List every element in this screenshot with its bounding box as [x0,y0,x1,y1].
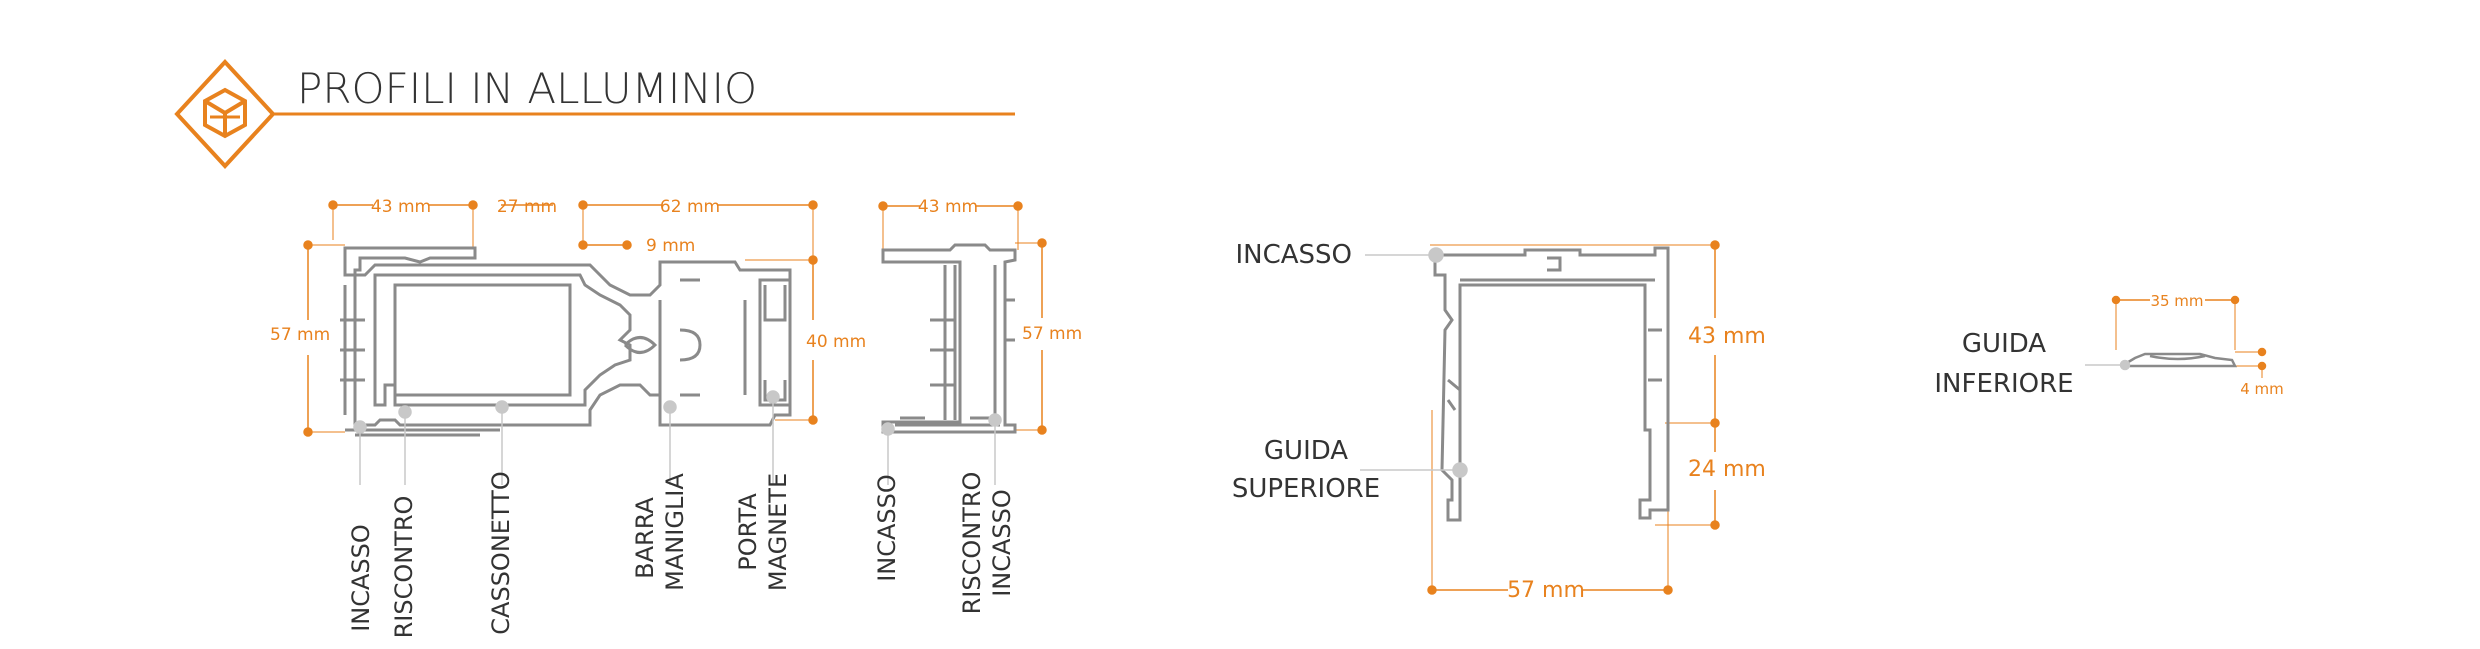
dimension-lines-middle [878,201,1047,435]
label-incasso-guide: INCASSO [1235,240,1352,270]
cube-icon [174,59,276,169]
label-incasso-middle-2: INCASSO [988,489,1016,597]
dim-57mm-guide: 57 mm [1507,578,1585,603]
label-incasso-left: INCASSO [347,524,375,632]
header: PROFILI IN ALLUMINIO [174,59,1015,169]
label-magnete: MAGNETE [764,473,792,591]
dim-27mm: 27 mm [497,197,557,217]
profile-outline-left [340,246,792,437]
diagram-guides: 43 mm 24 mm 57 mm INCASSO GUIDA SUPERIOR… [1232,240,1766,603]
dimension-lines-left [303,200,818,437]
diagram-lower: 35 mm 4 mm GUIDA INFERIORE [1934,292,2283,399]
label-incasso-middle: INCASSO [873,474,901,582]
dim-43mm-left: 43 mm [371,197,431,217]
callouts-middle [881,413,1002,485]
diagram-left: 43 mm 27 mm 62 mm 9 mm 57 mm 40 mm [270,197,866,638]
labels-guides: INCASSO GUIDA SUPERIORE [1232,240,1380,504]
dim-35mm: 35 mm [2150,292,2203,310]
dim-4mm: 4 mm [2240,380,2284,398]
callouts-left [353,390,780,485]
label-guida-superiore-1: GUIDA [1264,436,1348,466]
label-guida-superiore-2: SUPERIORE [1232,474,1380,504]
dim-40mm: 40 mm [806,332,866,352]
diagram-middle: 43 mm 57 mm INCASSO RISCONTRO INCASSO [873,197,1082,614]
dim-57mm-middle: 57 mm [1022,324,1082,344]
dim-43mm-guide: 43 mm [1688,324,1766,349]
labels-middle: INCASSO RISCONTRO INCASSO [873,472,1016,615]
label-barra: BARRA [631,497,659,579]
labels-left: INCASSO RISCONTRO CASSONETTO BARRA MANIG… [347,471,792,638]
dim-9mm: 9 mm [646,236,695,256]
callouts-lower [2085,359,2131,371]
dim-57mm-left: 57 mm [270,325,330,345]
dim-62mm: 62 mm [660,197,720,217]
label-riscontro-left: RISCONTRO [390,496,418,639]
dimension-lines-guides [1427,240,1720,595]
profile-outline-guide [1433,246,1670,522]
label-riscontro-middle: RISCONTRO [958,472,986,615]
labels-lower: GUIDA INFERIORE [1934,329,2073,399]
label-guida-inferiore-1: GUIDA [1962,329,2046,359]
page-title: PROFILI IN ALLUMINIO [297,64,757,113]
callouts-guides [1360,247,1468,478]
label-guida-inferiore-2: INFERIORE [1934,369,2073,399]
dimension-lines-lower [2111,295,2267,378]
label-porta: PORTA [734,493,762,571]
dim-24mm-guide: 24 mm [1688,457,1766,482]
label-maniglia: MANIGLIA [661,473,689,591]
profile-outline-middle [881,243,1017,434]
dim-43mm-middle: 43 mm [918,197,978,217]
profile-outline-lower [2123,352,2238,368]
label-cassonetto: CASSONETTO [487,471,515,634]
